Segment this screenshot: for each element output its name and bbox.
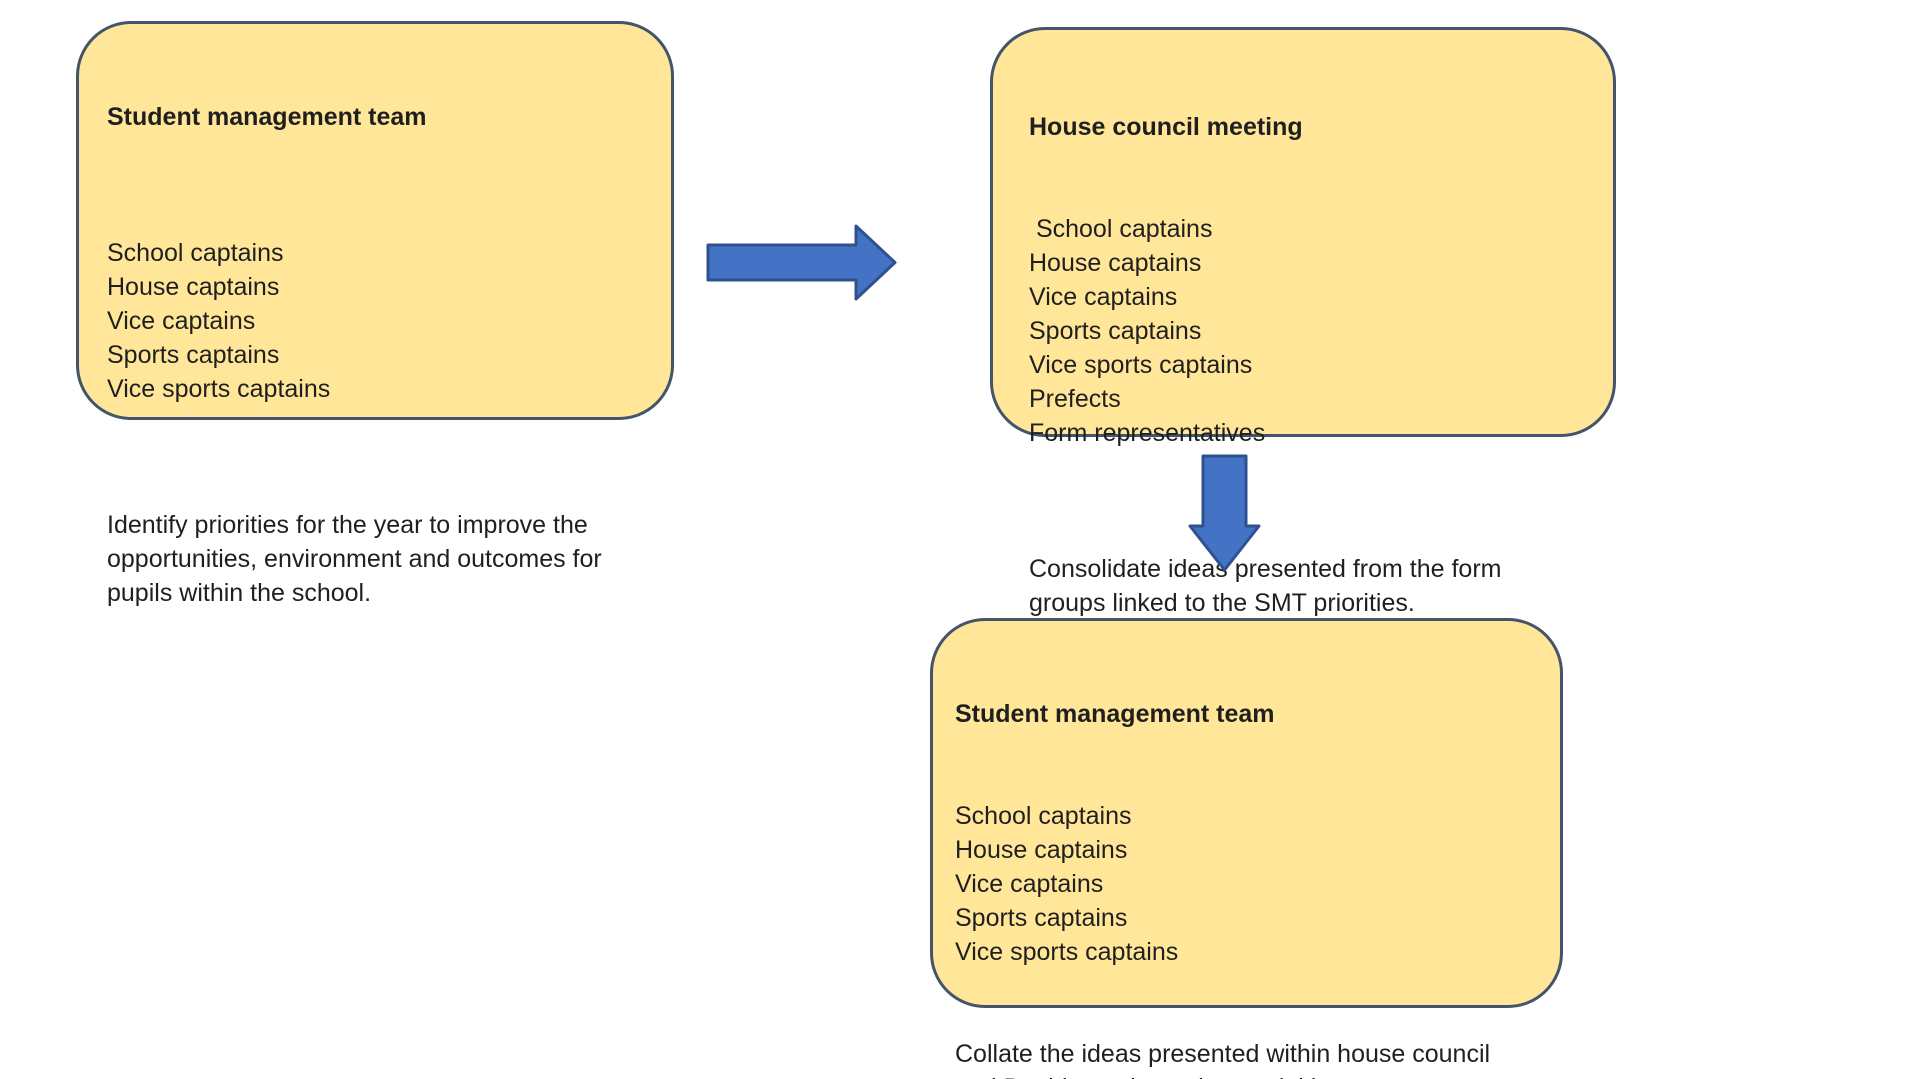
member-item: Vice sports captains [107,375,331,403]
member-item: Vice sports captains [955,938,1179,966]
member-item: Form representatives [1029,419,1266,447]
member-item: Sports captains [1029,317,1202,345]
member-item: Sports captains [955,904,1128,932]
member-item: House captains [107,273,280,301]
member-item: Sports captains [107,341,280,369]
paragraph-list: Collate the ideas presented within house… [955,1037,1538,1079]
paragraph: Identify priorities for the year to impr… [107,511,609,607]
arrow-down-shape [1188,454,1261,572]
box-title: Student management team [955,700,1275,728]
member-item: Vice captains [955,870,1104,898]
arrow-right-icon [706,224,897,301]
box-title: Student management team [107,103,427,131]
member-item: School captains [1029,215,1213,243]
member-item: Vice captains [107,307,256,335]
arrow-right-shape [706,224,897,301]
member-item: House captains [955,836,1128,864]
paragraph: Collate the ideas presented within house… [955,1040,1491,1079]
arrow-down-icon [1188,454,1261,572]
member-item: House captains [1029,249,1202,277]
member-item: Vice sports captains [1029,351,1253,379]
box-title: House council meeting [1029,113,1303,141]
paragraph-list: Identify priorities for the year to impr… [107,508,643,610]
paragraph-list: Consolidate ideas presented from the for… [1029,552,1577,620]
paragraph: Consolidate ideas presented from the for… [1029,555,1509,617]
member-item: Prefects [1029,385,1121,413]
member-item: School captains [107,239,284,267]
member-item: Vice captains [1029,283,1178,311]
member-item: School captains [955,802,1132,830]
